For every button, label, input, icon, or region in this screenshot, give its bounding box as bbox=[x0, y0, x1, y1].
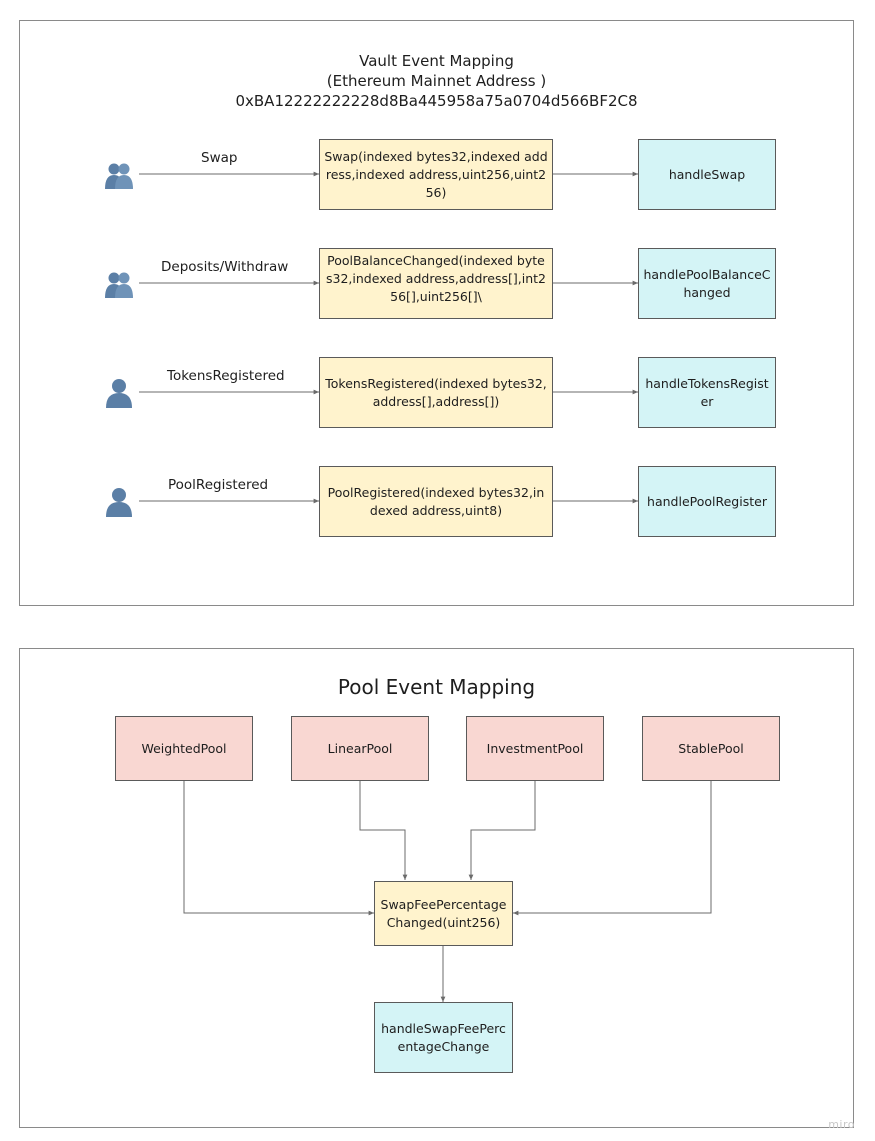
pool-box-linear: LinearPool bbox=[291, 716, 429, 781]
pool-title: Pool Event Mapping bbox=[337, 675, 536, 699]
edge-label-swap: Swap bbox=[201, 150, 238, 166]
user-icon bbox=[106, 488, 132, 517]
stablepool-connector bbox=[513, 781, 712, 916]
linearpool-connector bbox=[359, 781, 408, 880]
edge-label-deposits-withdraw: Deposits/Withdraw bbox=[161, 259, 289, 275]
event-box-pool-balance-changed: PoolBalanceChanged(indexed bytes32,index… bbox=[319, 248, 553, 319]
investmentpool-connector bbox=[468, 781, 536, 880]
event-box-pool-registered: PoolRegistered(indexed bytes32,indexed a… bbox=[319, 466, 553, 537]
pool-box-stable: StablePool bbox=[642, 716, 780, 781]
vault-title: Vault Event Mapping (Ethereum Mainnet Ad… bbox=[20, 51, 853, 111]
miro-watermark: miro bbox=[828, 1118, 855, 1131]
event-box-swap: Swap(indexed bytes32,indexed address,ind… bbox=[319, 139, 553, 210]
users-group-icon bbox=[105, 272, 133, 298]
weightedpool-connector bbox=[183, 781, 374, 916]
handler-box-tokens-register: handleTokensRegister bbox=[638, 357, 776, 428]
edge-label-tokens-registered: TokensRegistered bbox=[167, 368, 285, 384]
event-box-tokens-registered: TokensRegistered(indexed bytes32,address… bbox=[319, 357, 553, 428]
vault-title-line-2: (Ethereum Mainnet Address ) bbox=[326, 72, 547, 90]
edge-label-pool-registered: PoolRegistered bbox=[168, 477, 269, 493]
handler-box-swap-fee-percentage-change: handleSwapFeePercentageChange bbox=[374, 1002, 513, 1073]
vault-title-line-1: Vault Event Mapping bbox=[359, 52, 514, 70]
user-icon bbox=[106, 379, 132, 408]
handler-box-swap: handleSwap bbox=[638, 139, 776, 210]
handler-box-pool-register: handlePoolRegister bbox=[638, 466, 776, 537]
handler-box-pool-balance-changed: handlePoolBalanceChanged bbox=[638, 248, 776, 319]
pool-box-investment: InvestmentPool bbox=[466, 716, 604, 781]
event-box-swap-fee-percentage-changed: SwapFeePercentageChanged(uint256) bbox=[374, 881, 513, 946]
pool-box-weighted: WeightedPool bbox=[115, 716, 253, 781]
vault-title-line-3: 0xBA12222222228d8Ba445958a75a0704d566BF2… bbox=[235, 92, 638, 110]
users-group-icon bbox=[105, 163, 133, 189]
